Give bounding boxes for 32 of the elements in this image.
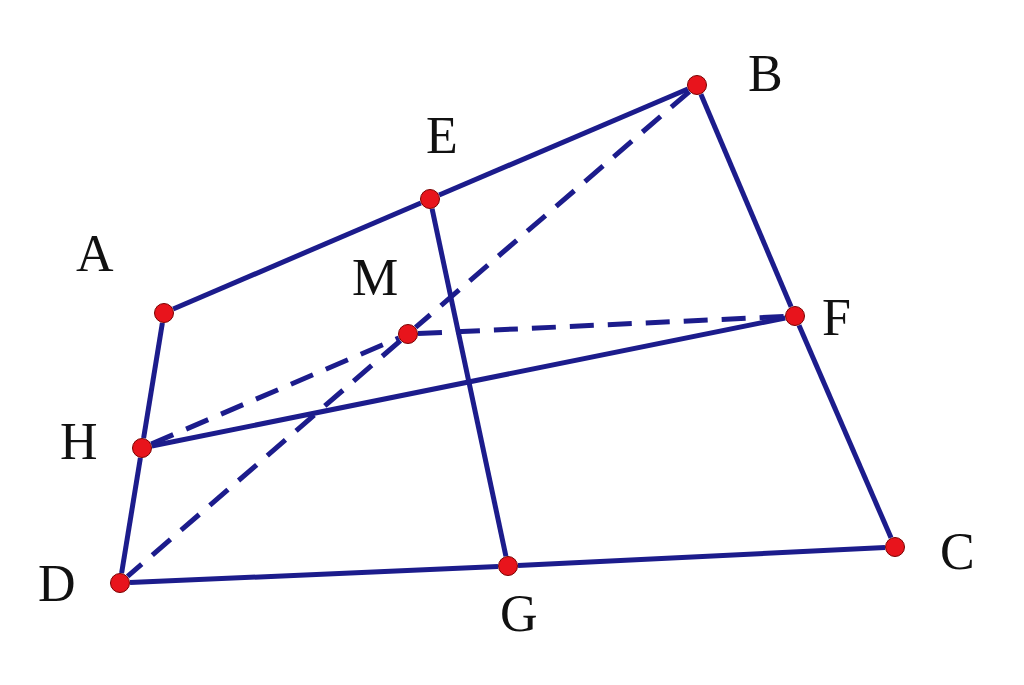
point-label: C [940, 526, 975, 578]
segment [172, 200, 422, 312]
point-label: F [822, 292, 851, 344]
point-marker [785, 306, 805, 326]
segment [151, 315, 786, 449]
dashed-segment [417, 313, 786, 337]
point-label: M [352, 252, 399, 304]
point-marker [498, 556, 518, 576]
segment [698, 93, 794, 308]
point-label: E [426, 110, 458, 162]
point-marker [132, 438, 152, 458]
point-marker [398, 324, 418, 344]
point-label: H [60, 416, 98, 468]
segment [517, 545, 886, 568]
point-label: B [748, 48, 783, 100]
dashed-segment [150, 335, 400, 447]
segment [429, 208, 509, 557]
point-label: G [500, 588, 538, 640]
point-marker [885, 537, 905, 557]
segment [141, 322, 165, 439]
point-marker [154, 303, 174, 323]
point-marker [687, 75, 707, 95]
segment [796, 324, 894, 539]
point-label: D [38, 558, 76, 610]
point-marker [110, 573, 130, 593]
segment [119, 457, 143, 574]
point-marker [420, 189, 440, 209]
point-label: A [76, 228, 114, 280]
dashed-segment [125, 338, 403, 579]
segment [438, 86, 689, 198]
segment [129, 563, 499, 586]
dashed-segment [413, 89, 692, 330]
